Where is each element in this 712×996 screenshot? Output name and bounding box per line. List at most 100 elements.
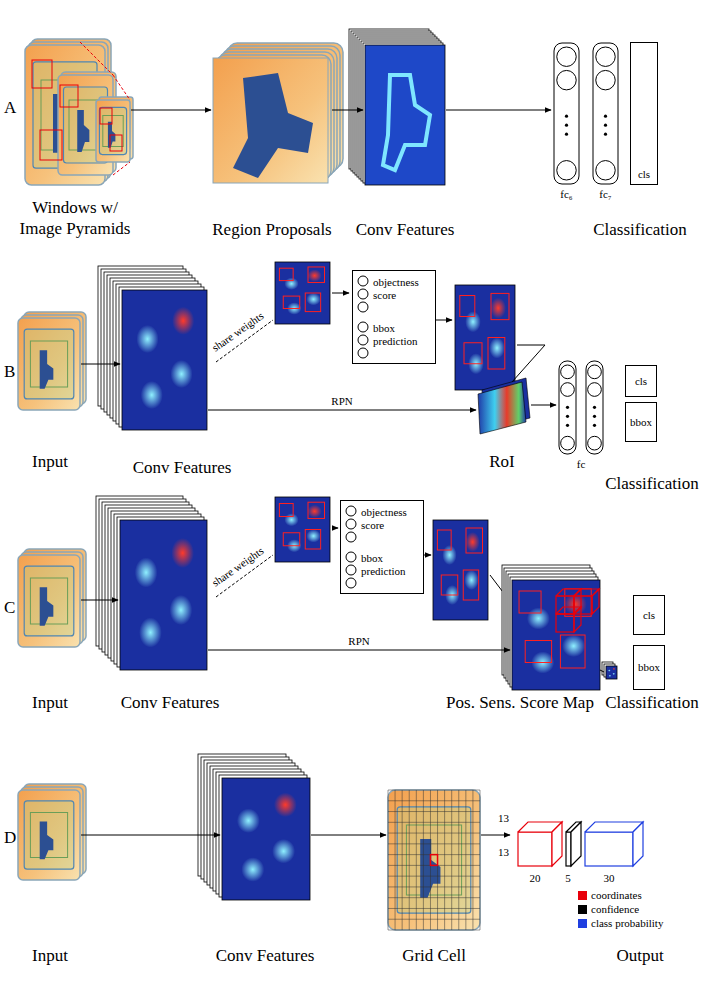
fc-layer: fc₇ (592, 42, 619, 185)
neuron (358, 302, 368, 312)
activation-blob (562, 635, 585, 657)
activation-blob (241, 857, 264, 881)
neuron (358, 322, 368, 332)
stage-figure: Conv Features (120, 520, 207, 670)
activation-blob (171, 538, 194, 568)
row-label: D (4, 828, 16, 848)
ellipsis-dot (604, 115, 607, 118)
neuron (358, 335, 368, 345)
output-box: bbox (625, 402, 657, 442)
conv-features (349, 29, 445, 185)
stage-figure: Conv Features (365, 45, 445, 185)
activation-blob (464, 570, 478, 590)
feature-map (275, 262, 330, 324)
ellipsis-dot (566, 415, 569, 418)
proposal-link (512, 345, 545, 382)
ellipsis-dot (593, 415, 596, 418)
cube-face (571, 822, 581, 866)
neuron (557, 47, 576, 66)
feature-map (120, 520, 207, 670)
neuron (557, 70, 576, 89)
annotation: 30 (604, 872, 615, 885)
node-text: Grid Cell (384, 946, 484, 967)
grid-line (388, 930, 480, 931)
grid-line (388, 919, 480, 920)
neuron (358, 348, 368, 358)
proposal-box (279, 268, 293, 280)
image-region (30, 813, 67, 858)
grid-line (402, 790, 403, 930)
image-frame (18, 790, 80, 880)
row-label: Classification (605, 474, 698, 494)
conv-features (96, 496, 207, 670)
rpn-map (275, 497, 330, 562)
stage-figure: Output (512, 815, 652, 870)
neuron (596, 161, 615, 180)
activation-blob (527, 608, 550, 630)
node-text: Pos. Sens. Score Map (438, 693, 603, 714)
edge-label: RPN (329, 395, 354, 407)
grid-line (465, 790, 466, 930)
grid-line (388, 876, 480, 877)
row-label: C (4, 598, 15, 618)
annotation: 13 (498, 812, 509, 825)
neuron (346, 519, 356, 529)
window-box (32, 60, 52, 88)
neuron (358, 289, 368, 299)
flow-arrow (208, 650, 510, 651)
annotation: 20 (530, 872, 541, 885)
node-text: fc (548, 458, 614, 471)
neuron (346, 506, 356, 516)
proposal-box (441, 575, 458, 595)
grid-line (388, 822, 480, 823)
activation-blob (608, 674, 611, 677)
fc-layer: fc (558, 360, 604, 455)
node-text: Windows w/ Image Pyramids (10, 198, 140, 239)
image-region (30, 341, 67, 387)
row-label: Classification (593, 220, 686, 240)
object-shape (40, 350, 54, 389)
proposal-box (460, 296, 475, 317)
proposal-box (491, 293, 509, 319)
grid-line (388, 886, 480, 887)
proposal-map (455, 285, 515, 390)
proposal-box (305, 530, 320, 550)
pyramid-guide (80, 42, 113, 75)
flow-arrow (81, 600, 118, 601)
feature-map (222, 778, 310, 900)
proposal-box (308, 502, 325, 518)
activation-blob (274, 793, 297, 817)
node-text: fc₇ (582, 188, 629, 201)
stage-figure: Grid Cell (388, 790, 480, 930)
object-shape (77, 110, 89, 152)
activation-blob (284, 278, 298, 290)
grid-line (480, 790, 481, 930)
activation-blob (465, 532, 479, 552)
flow-arrow (332, 110, 363, 111)
node-text: Conv Features (340, 220, 470, 241)
cube-face (518, 832, 552, 866)
cube-face (585, 832, 633, 866)
node-text: Input (15, 452, 85, 473)
proposal-box (488, 338, 505, 370)
feature-map (365, 45, 445, 185)
stage-figure: Conv Features (222, 778, 310, 900)
cube-face (592, 589, 599, 614)
legend-row: class probability (578, 917, 663, 929)
annotation: share weights (210, 544, 267, 589)
head-row: bbox prediction (357, 321, 431, 359)
grid-line (388, 897, 480, 898)
legend-text: class probability (591, 917, 663, 929)
grid-line (472, 790, 473, 930)
legend-swatch (578, 891, 587, 900)
ellipsis-dot (566, 406, 569, 409)
object-shape (40, 587, 54, 626)
sliding-windows (32, 60, 122, 160)
grid-line (458, 790, 459, 930)
activation-blob (490, 298, 506, 319)
grid-line (451, 790, 452, 930)
stage-figure: RoI (478, 380, 530, 432)
image-region (24, 801, 74, 869)
